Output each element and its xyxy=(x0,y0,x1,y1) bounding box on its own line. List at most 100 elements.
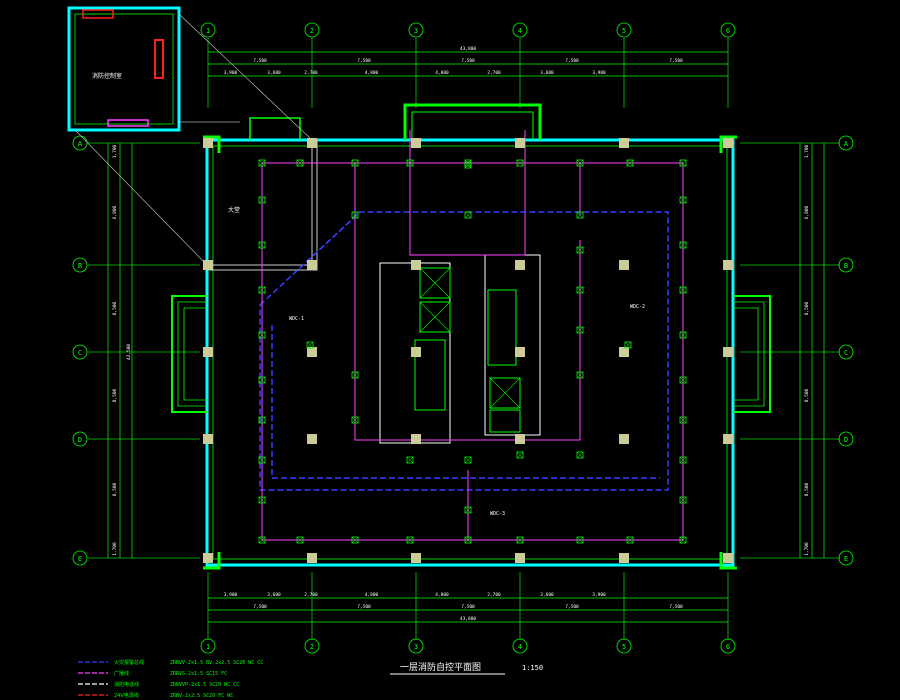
grid-bubble xyxy=(512,638,528,654)
column xyxy=(515,260,525,270)
column xyxy=(203,138,213,148)
lobby-label: 大堂 xyxy=(228,206,240,214)
column xyxy=(307,553,317,563)
dimension-value: 8,500 xyxy=(112,301,118,315)
grid-bubble xyxy=(408,22,424,38)
dimension-value: 4,800 xyxy=(435,70,449,76)
dimension-value: 42,500 xyxy=(126,344,132,361)
column xyxy=(411,260,421,270)
dimension-value: 3,600 xyxy=(540,592,554,598)
smoke-detector-icon xyxy=(258,241,266,249)
dimension-value: 43,800 xyxy=(460,46,477,52)
smoke-detector-icon xyxy=(351,159,359,167)
legend-label: 24V电源线 xyxy=(114,692,139,699)
dimension-value: 1,700 xyxy=(804,542,810,556)
grid-label: 2 xyxy=(310,27,314,35)
dimension-value: 7,500 xyxy=(357,604,371,610)
legend-label: 火灾报警总线 xyxy=(114,659,144,666)
smoke-detector-icon xyxy=(516,536,524,544)
fire-alarm-bus xyxy=(259,211,669,491)
dimension-value: 8,500 xyxy=(804,388,810,402)
grid-label: D xyxy=(844,436,848,444)
grid-label: E xyxy=(844,555,848,563)
legend-desc: ZRRVVP-2x1.5 SC20 WC CC xyxy=(170,682,239,688)
grid-label: A xyxy=(844,140,849,148)
dimension-value: 2,700 xyxy=(304,70,318,76)
legend-label: 消防电话线 xyxy=(114,681,139,688)
column xyxy=(723,434,733,444)
dimension-value: 8,500 xyxy=(804,301,810,315)
grid-label: B xyxy=(78,262,82,270)
smoke-detector-icon xyxy=(679,376,687,384)
grid-bubble xyxy=(304,638,320,654)
dimension-value: 7,500 xyxy=(253,604,267,610)
dimension-value: 7,500 xyxy=(669,58,683,64)
smoke-detector-icon xyxy=(576,451,584,459)
dimension-value: 43,800 xyxy=(460,616,477,622)
dimension-value: 7,500 xyxy=(565,58,579,64)
plan-labels: 消防控制室 大堂 WDC-1 WDC-2 WDC-3 xyxy=(92,72,645,517)
grid-label: 5 xyxy=(622,27,626,35)
column xyxy=(411,138,421,148)
smoke-detector-icon xyxy=(406,159,414,167)
column xyxy=(307,138,317,148)
bus-label-2: WDC-2 xyxy=(630,304,645,310)
grid-bubble xyxy=(838,135,854,151)
smoke-detector-icon xyxy=(258,536,266,544)
smoke-detector-icon xyxy=(679,196,687,204)
smoke-detector-icon xyxy=(351,371,359,379)
dimension-lines xyxy=(107,51,825,623)
dimension-value: 1,700 xyxy=(112,144,118,158)
grid-bubble xyxy=(72,431,88,447)
column xyxy=(723,138,733,148)
smoke-detector-icon xyxy=(576,246,584,254)
grid-bubble xyxy=(616,638,632,654)
smoke-detector-icon xyxy=(258,416,266,424)
grid-label: 1 xyxy=(206,643,210,651)
grid-bubble xyxy=(408,638,424,654)
dimension-value: 8,500 xyxy=(112,482,118,496)
grid-label: 4 xyxy=(518,27,522,35)
column xyxy=(723,553,733,563)
column xyxy=(515,347,525,357)
smoke-detector-icon xyxy=(626,536,634,544)
bus-label-3: WDC-3 xyxy=(490,511,505,517)
grid-label: 5 xyxy=(622,643,626,651)
smoke-detector-icon xyxy=(296,159,304,167)
smoke-detector-icon xyxy=(351,211,359,219)
grid-bubble xyxy=(720,22,736,38)
grid-label: 4 xyxy=(518,643,522,651)
smoke-detector-icon xyxy=(576,536,584,544)
smoke-detector-icon xyxy=(679,536,687,544)
column xyxy=(411,553,421,563)
smoke-detector-icon xyxy=(679,456,687,464)
smoke-detectors xyxy=(258,159,687,544)
dimension-value: 4,800 xyxy=(365,592,379,598)
dimension-value: 4,800 xyxy=(365,70,379,76)
dimension-texts: 43,80043,8007,5007,5007,5007,5007,5007,5… xyxy=(112,46,810,622)
fire-control-room-label: 消防控制室 xyxy=(92,72,122,80)
grid-label: 2 xyxy=(310,643,314,651)
smoke-detector-icon xyxy=(464,211,472,219)
smoke-detector-icon xyxy=(576,159,584,167)
smoke-detector-icon xyxy=(464,506,472,514)
column xyxy=(307,347,317,357)
smoke-detector-icon xyxy=(258,159,266,167)
grid-lines xyxy=(88,38,840,640)
legend-desc: ZRBV-2x2.5 SC20 FC WC xyxy=(170,693,233,699)
grid-bubble xyxy=(838,431,854,447)
dimension-value: 6,800 xyxy=(804,205,810,219)
dimension-value: 3,900 xyxy=(592,592,606,598)
grid-label: 6 xyxy=(726,643,730,651)
dimension-value: 7,500 xyxy=(253,58,267,64)
smoke-detector-icon xyxy=(624,341,632,349)
dimension-value: 2,700 xyxy=(487,70,501,76)
smoke-detector-icon xyxy=(679,331,687,339)
smoke-detector-icon xyxy=(351,416,359,424)
fire-control-room-detail xyxy=(67,6,313,266)
column xyxy=(619,434,629,444)
smoke-detector-icon xyxy=(258,286,266,294)
column xyxy=(203,434,213,444)
core-area xyxy=(379,130,541,444)
